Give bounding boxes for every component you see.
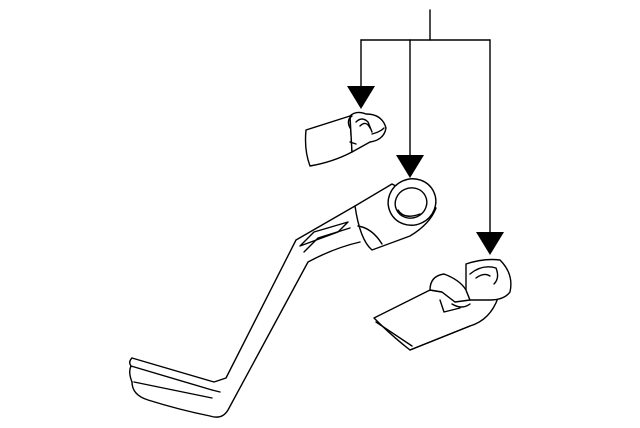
lower-bracket-part — [373, 258, 512, 351]
arrow-small-bracket — [347, 86, 375, 109]
arrow-filler-neck — [396, 155, 424, 178]
callout-leaders — [360, 9, 491, 233]
arrow-lower-bracket — [476, 232, 504, 255]
small-bracket-part — [304, 111, 387, 167]
filler-neck-pipe-part — [129, 178, 437, 418]
callout-arrows — [347, 86, 504, 255]
